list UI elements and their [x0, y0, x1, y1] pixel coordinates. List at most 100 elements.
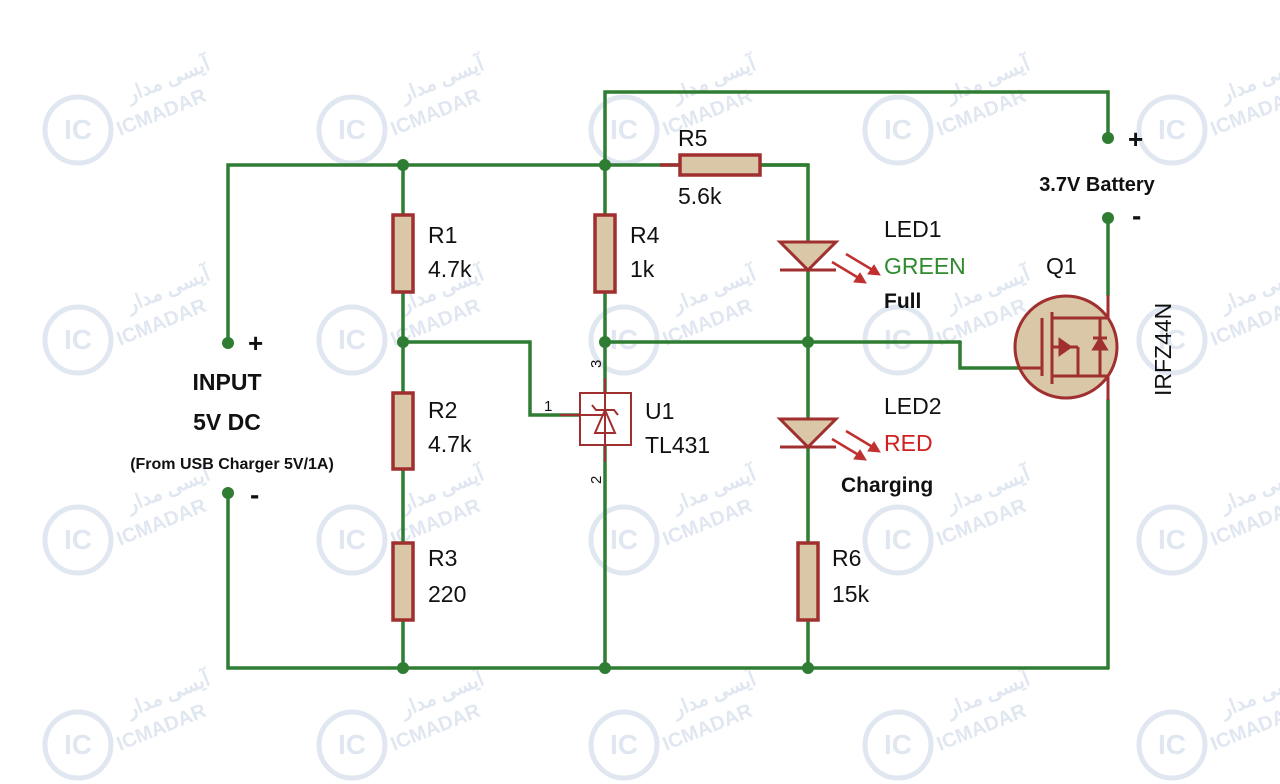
led2-ref: LED2: [884, 393, 942, 419]
svg-text:IC: IC: [884, 324, 912, 355]
svg-text:IC: IC: [1158, 324, 1186, 355]
junction-dot: [397, 662, 409, 674]
r2-ref: R2: [428, 397, 457, 423]
svg-text:IC: IC: [64, 114, 92, 145]
svg-text:IC: IC: [1158, 524, 1186, 555]
resistor-r5: [678, 153, 762, 177]
svg-text:IC: IC: [338, 524, 366, 555]
r5-ref: R5: [678, 125, 707, 151]
battery-label: 3.7V Battery: [1039, 174, 1155, 196]
led2-symbol: [776, 417, 881, 461]
svg-text:IC: IC: [610, 524, 638, 555]
terminal-battery-negative: [1102, 212, 1114, 224]
svg-text:IC: IC: [1158, 729, 1186, 760]
r2-value: 4.7k: [428, 431, 472, 457]
input-minus-sign: -: [250, 479, 259, 510]
r1-value: 4.7k: [428, 256, 472, 282]
svg-text:IC: IC: [64, 729, 92, 760]
r6-ref: R6: [832, 545, 861, 571]
resistor-r3: [391, 541, 415, 622]
wires: [226, 90, 1110, 670]
svg-text:IC: IC: [64, 324, 92, 355]
battery-plus-sign: +: [1128, 124, 1143, 154]
input-title: INPUT: [193, 369, 262, 395]
u1-pin3: 3: [588, 360, 605, 368]
svg-text:IC: IC: [64, 524, 92, 555]
r3-value: 220: [428, 581, 466, 607]
wire-battery-top: [603, 90, 1110, 167]
svg-text:IC: IC: [884, 114, 912, 145]
wire-divider-ref: [401, 340, 582, 417]
r3-ref: R3: [428, 545, 457, 571]
r5-value: 5.6k: [678, 183, 722, 209]
svg-text:IC: IC: [610, 114, 638, 145]
input-voltage: 5V DC: [193, 409, 261, 435]
resistor-r2: [391, 391, 415, 471]
led1-state: Full: [884, 290, 921, 313]
resistor-r4: [593, 213, 617, 294]
u1-triangle: [593, 407, 617, 434]
u1-ref: U1: [645, 398, 674, 424]
input-plus-sign: +: [248, 328, 263, 358]
svg-text:IC: IC: [884, 729, 912, 760]
q1-mosfet: [1013, 294, 1119, 400]
r1-ref: R1: [428, 222, 457, 248]
junction-dot: [802, 336, 814, 348]
u1-value: TL431: [645, 432, 710, 458]
r6-value: 15k: [832, 581, 870, 607]
terminal-input-negative: [222, 487, 234, 499]
q1-ref: Q1: [1046, 253, 1077, 279]
junction-dot: [397, 336, 409, 348]
r4-value: 1k: [630, 256, 655, 282]
svg-text:IC: IC: [610, 324, 638, 355]
resistor-r6: [796, 541, 820, 622]
junction-dot: [599, 662, 611, 674]
u1-pin1: 1: [544, 398, 552, 415]
r4-ref: R4: [630, 222, 660, 248]
led1-symbol: [776, 240, 881, 284]
junction-dot: [599, 336, 611, 348]
junction-dot: [397, 159, 409, 171]
resistor-r1: [391, 213, 415, 294]
wire-input-negative: [226, 491, 1110, 670]
battery-minus-sign: -: [1132, 200, 1141, 231]
resistors: [391, 153, 820, 622]
u1-tl431: [560, 378, 632, 462]
u1-pin2: 2: [588, 476, 605, 484]
svg-text:IC: IC: [1158, 114, 1186, 145]
svg-text:IC: IC: [884, 524, 912, 555]
labels: + - INPUT 5V DC (From USB Charger 5V/1A)…: [130, 124, 1176, 607]
terminal-battery-positive: [1102, 132, 1114, 144]
terminal-input-positive: [222, 337, 234, 349]
q1-value: IRFZ44N: [1150, 303, 1176, 396]
svg-text:IC: IC: [610, 729, 638, 760]
junctions: [222, 132, 1114, 674]
led1-ref: LED1: [884, 216, 942, 242]
wire-gate: [958, 340, 1022, 370]
led2-state: Charging: [841, 474, 933, 497]
input-note: (From USB Charger 5V/1A): [130, 456, 334, 473]
led1-color: GREEN: [884, 253, 966, 279]
svg-text:IC: IC: [338, 114, 366, 145]
junction-dot: [802, 662, 814, 674]
wire-input-positive: [226, 163, 810, 345]
junction-dot: [599, 159, 611, 171]
svg-text:IC: IC: [338, 729, 366, 760]
led2-color: RED: [884, 430, 933, 456]
wire-r5-led1: [758, 163, 810, 242]
